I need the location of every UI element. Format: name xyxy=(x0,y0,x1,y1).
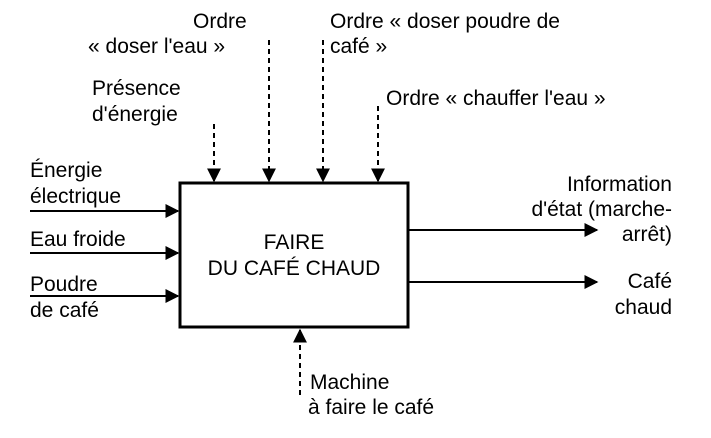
input-eau: Eau froide xyxy=(30,228,126,251)
box-title-line2: DU CAFÉ CHAUD xyxy=(207,257,381,280)
control-doser-poudre-line1: Ordre « doser poudre de xyxy=(330,10,560,33)
output-cafe-line2: chaud xyxy=(614,296,672,319)
output-info-line3: arrêt) xyxy=(621,223,672,246)
output-info-line2: d'état (marche- xyxy=(531,198,672,221)
function-box xyxy=(178,181,410,329)
control-energie-line2: d'énergie xyxy=(92,103,178,126)
input-poudre-line2: de café xyxy=(30,299,99,322)
output-info-line1: Information xyxy=(566,173,672,196)
control-doser-poudre-line2: café » xyxy=(330,35,388,58)
control-chauffer: Ordre « chauffer l'eau » xyxy=(386,87,606,110)
input-poudre-line1: Poudre xyxy=(30,273,98,296)
control-doser-eau-line2: « doser l'eau » xyxy=(88,35,226,58)
box-title-line1: FAIRE xyxy=(263,231,325,254)
output-cafe-line1: Café xyxy=(627,270,672,293)
control-doser-eau-line1: Ordre xyxy=(193,10,247,33)
input-energie-line2: électrique xyxy=(30,185,122,208)
support-line2: à faire le café xyxy=(308,396,435,419)
control-energie-line1: Présence xyxy=(92,77,181,100)
support-line1: Machine xyxy=(310,371,390,394)
input-energie-line1: Énergie xyxy=(30,159,103,182)
